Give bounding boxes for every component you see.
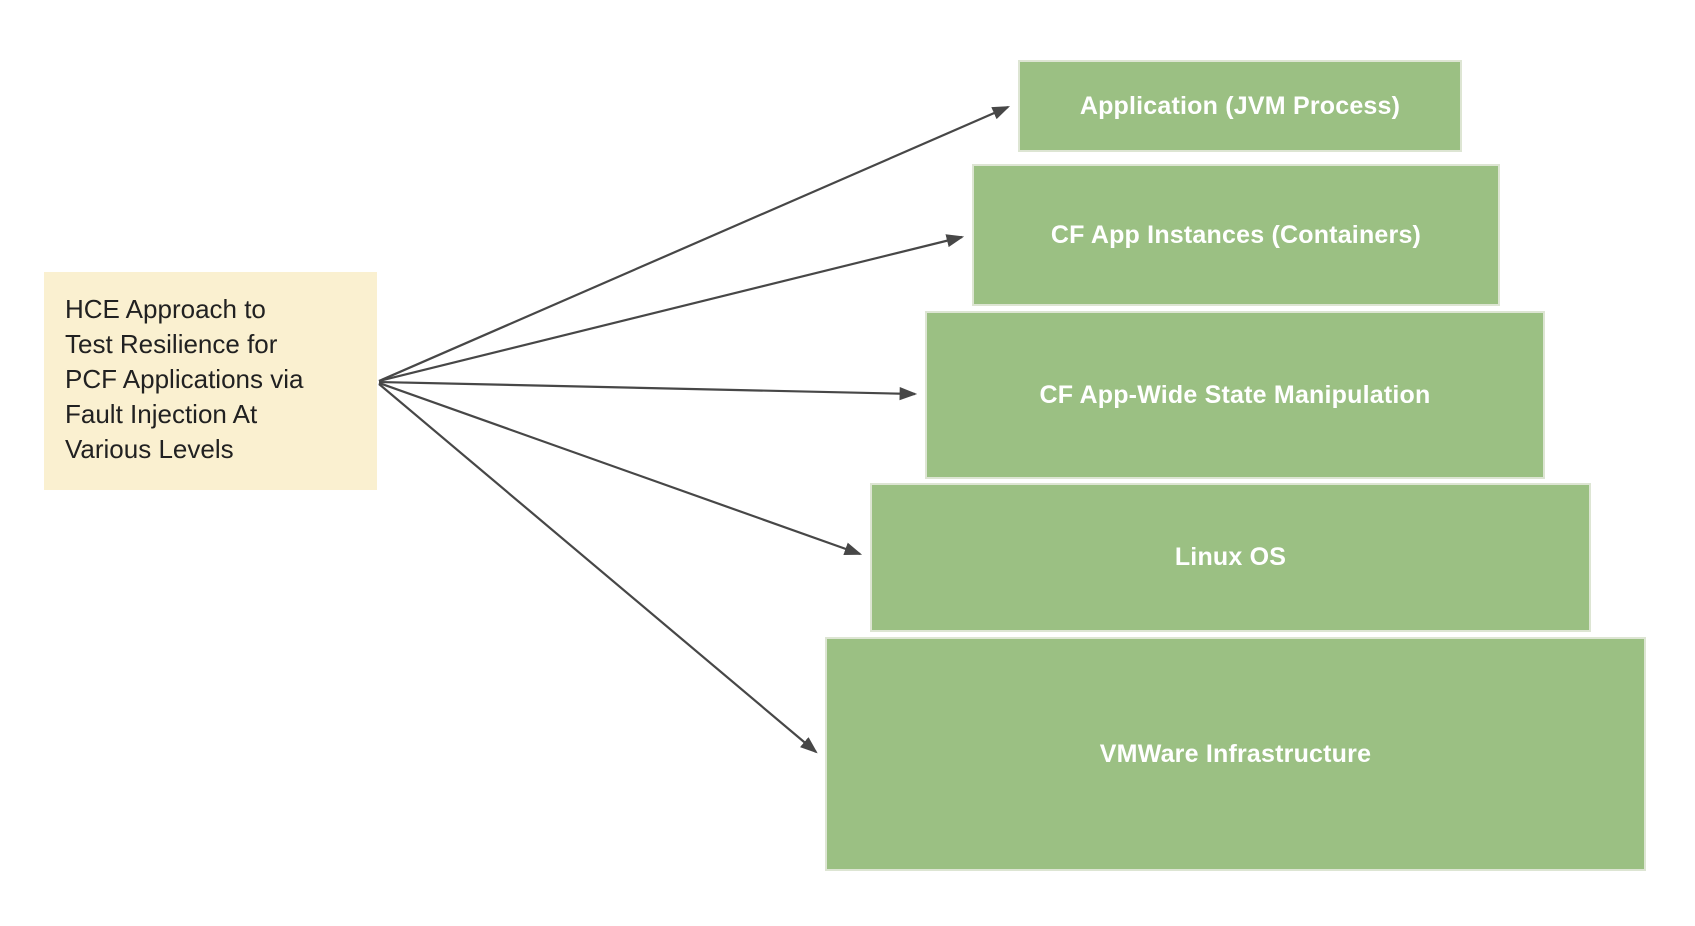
source-note-line-1: HCE Approach to [65, 294, 266, 324]
arrow-to-vmware-infrastructure [378, 383, 818, 754]
arrow-to-cf-app-wide-state [378, 380, 918, 401]
level-box-cf-app-instances: CF App Instances (Containers) [972, 164, 1500, 306]
arrow-to-linux-os [378, 381, 863, 556]
level-label-vmware-infrastructure: VMWare Infrastructure [1099, 739, 1372, 768]
level-box-vmware-infrastructure: VMWare Infrastructure [825, 637, 1646, 871]
level-box-linux-os: Linux OS [870, 483, 1591, 632]
level-box-application: Application (JVM Process) [1018, 60, 1462, 152]
source-note-line-5: Various Levels [65, 434, 234, 464]
source-note-box: HCE Approach to Test Resilience for PCF … [44, 272, 377, 490]
level-label-cf-app-instances: CF App Instances (Containers) [1050, 220, 1422, 249]
source-note-line-2: Test Resilience for [65, 329, 278, 359]
level-box-cf-app-wide-state: CF App-Wide State Manipulation [925, 311, 1545, 479]
level-label-cf-app-wide-state: CF App-Wide State Manipulation [1039, 380, 1431, 409]
arrow-to-cf-app-instances [378, 234, 965, 383]
source-note-line-3: PCF Applications via [65, 364, 304, 394]
level-label-application: Application (JVM Process) [1079, 91, 1401, 120]
source-note-line-4: Fault Injection At [65, 399, 258, 429]
level-label-linux-os: Linux OS [1174, 543, 1287, 571]
arrow-to-application [378, 105, 1011, 383]
